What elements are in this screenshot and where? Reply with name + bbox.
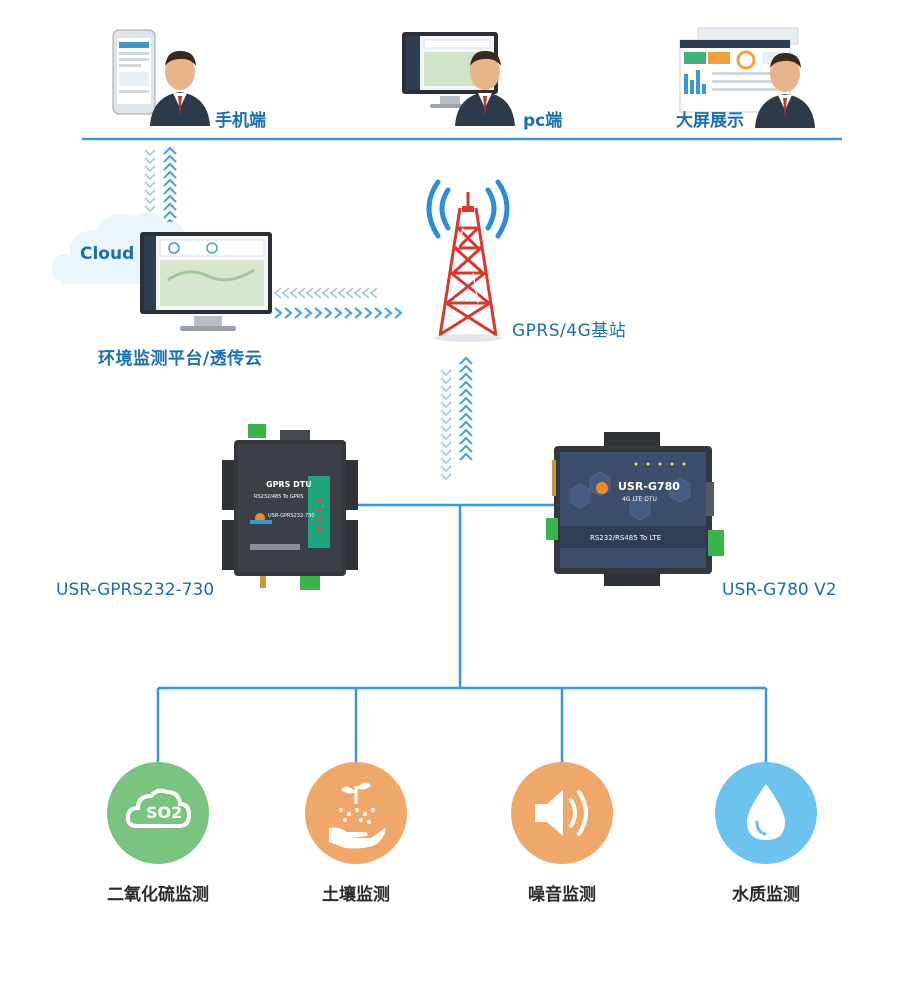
businessman-avatar [150, 50, 210, 126]
sensor-so2-label: 二氧化硫监测 [107, 885, 209, 905]
pc-client-group: pc端 [400, 28, 580, 131]
sensor-so2: SO2 二氧化硫监测 [88, 762, 228, 912]
upload-arrow-devices-to-tower [458, 356, 474, 462]
device-face-bottom: RS232/RS485 To LTE [590, 534, 662, 542]
so2-badge-text: SO2 [146, 803, 183, 822]
device-face-model: USR-GPRS232-730 [268, 513, 315, 519]
platform-monitor-icon [140, 232, 272, 331]
cell-tower-group: GPRS/4G基站 [418, 178, 648, 348]
sensor-noise-label: 噪音监测 [528, 885, 596, 905]
water-drop-icon [715, 762, 817, 864]
cloud-label: Cloud [80, 244, 135, 264]
mobile-client-group: 手机端 [105, 28, 285, 131]
cell-tower-icon [426, 179, 510, 342]
bigscreen-client-label: 大屏展示 [676, 111, 744, 131]
businessman-avatar [755, 52, 815, 128]
businessman-avatar [455, 50, 515, 126]
cloud-platform-illustration [51, 212, 272, 331]
device-face-subtitle: RS232/485 To GPRS [254, 494, 304, 500]
device-face-title: GPRS DTU [266, 480, 312, 489]
sensor-soil: 土壤监测 [286, 762, 426, 912]
bigscreen-client-group: 大屏展示 [672, 26, 852, 131]
device-face-subtitle: 4G LTE DTU [622, 496, 657, 503]
platform-label: 环境监测平台/透传云 [98, 349, 263, 369]
sensor-noise: 噪音监测 [492, 762, 632, 912]
device-gprs232-730: GPRS DTU RS232/485 To GPRS USR-GPRS232-7… [220, 420, 360, 595]
sensor-water-label: 水质监测 [732, 885, 800, 905]
sensor-water: 水质监测 [696, 762, 836, 912]
arrow-cloud-to-tower [273, 306, 403, 320]
tower-label: GPRS/4G基站 [512, 321, 627, 341]
gprs-dtu-device-image [222, 424, 358, 590]
so2-cloud-icon [107, 762, 209, 864]
device-left-label: USR-GPRS232-730 [56, 580, 215, 600]
download-arrow-tower-to-devices [440, 369, 452, 480]
lte-dtu-device-image [546, 432, 724, 586]
cloud-platform-group: Cloud 环境监测平台/透传云 [48, 200, 288, 370]
speaker-icon [511, 762, 613, 864]
signal-waves-icon [426, 179, 510, 239]
device-usr-g780: USR-G780 4G LTE DTU RS232/RS485 To LTE [540, 430, 730, 590]
device-face-title: USR-G780 [618, 480, 680, 493]
arrow-tower-to-cloud [274, 287, 378, 299]
soil-hand-icon [305, 762, 407, 864]
device-bus-lines [156, 503, 768, 765]
device-right-label: USR-G780 V2 [722, 580, 837, 600]
mobile-client-label: 手机端 [215, 111, 266, 131]
mobile-device-icon [112, 29, 156, 115]
sensor-soil-label: 土壤监测 [322, 885, 390, 905]
pc-client-label: pc端 [523, 111, 563, 131]
